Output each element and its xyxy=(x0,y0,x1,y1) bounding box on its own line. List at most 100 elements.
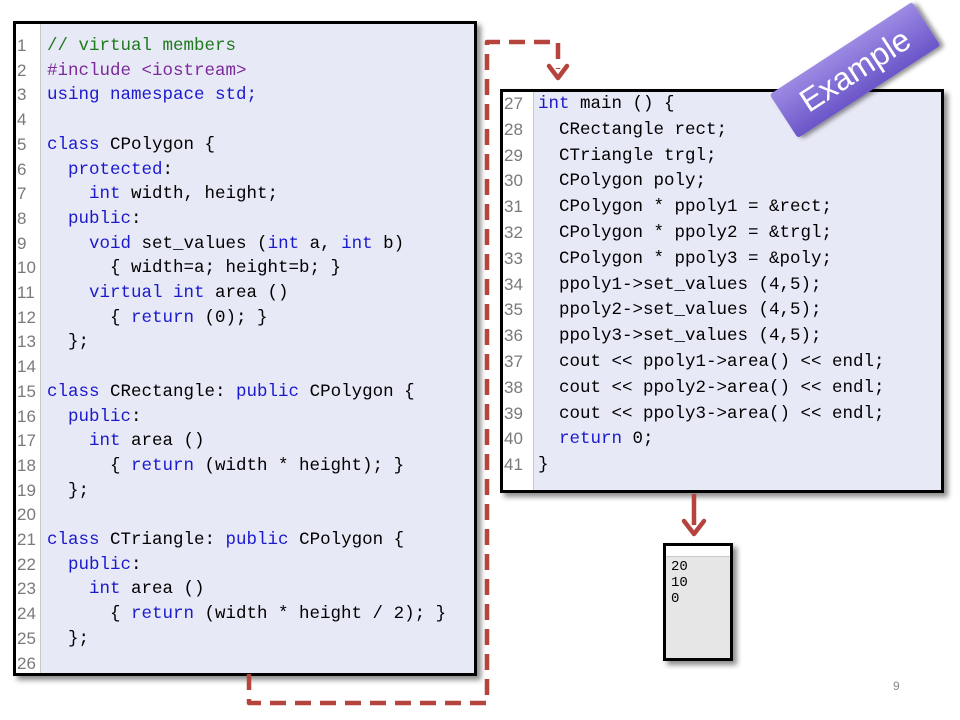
line-number: 6 xyxy=(17,159,27,179)
code-token: CRectangle rect; xyxy=(538,119,728,140)
dashed-connector-arrowhead xyxy=(546,63,570,81)
code-line: ppoly1->set_values (4,5); xyxy=(534,273,941,298)
code-line: CPolygon * ppoly3 = &poly; xyxy=(534,247,941,272)
code-line: { return (0); } xyxy=(41,306,474,331)
code-token: protected xyxy=(68,159,163,180)
code-line: public: xyxy=(41,405,474,430)
left-code-panel: // virtual members#include <iostream>usi… xyxy=(13,21,477,676)
line-number: 41 xyxy=(504,455,523,475)
code-line: virtual int area () xyxy=(41,281,474,306)
code-token: virtual int xyxy=(89,283,205,303)
code-token: int xyxy=(89,431,121,452)
code-line: int area () xyxy=(41,577,474,602)
line-number: 32 xyxy=(504,223,523,242)
code-token: (width * height); } xyxy=(194,455,405,476)
code-line: class CPolygon { xyxy=(41,133,474,158)
line-number: 40 xyxy=(504,429,523,449)
code-token: CPolygon { xyxy=(99,134,216,155)
line-number: 39 xyxy=(504,403,523,423)
line-number: 9 xyxy=(17,233,27,253)
code-token: a, xyxy=(299,233,342,254)
code-token xyxy=(47,160,68,180)
code-line: #include <iostream> xyxy=(41,59,474,84)
code-token: cout << ppoly2->area() << endl; xyxy=(538,377,885,398)
output-line-3: 0 xyxy=(671,591,680,607)
code-token: int xyxy=(89,579,121,600)
line-number: 22 xyxy=(17,554,36,574)
code-token: cout << ppoly1->area() << endl; xyxy=(538,352,885,372)
line-number: 26 xyxy=(17,653,36,673)
code-line xyxy=(41,652,474,677)
code-token: CPolygon { xyxy=(299,381,415,402)
code-token xyxy=(47,234,89,254)
line-number: 13 xyxy=(17,332,36,352)
code-line: cout << ppoly3->area() << endl; xyxy=(534,402,941,427)
code-token: int xyxy=(341,233,373,254)
code-token: int xyxy=(538,94,570,114)
code-token: int xyxy=(89,184,121,205)
code-line: // virtual members xyxy=(41,34,474,59)
line-number: 1 xyxy=(17,36,27,55)
right-code-area: int main () { CRectangle rect; CTriangle… xyxy=(534,92,941,490)
line-number: 15 xyxy=(17,381,36,401)
code-token: CPolygon { xyxy=(288,530,405,550)
line-number: 33 xyxy=(504,248,523,268)
code-line: CPolygon poly; xyxy=(534,169,941,194)
code-token: CPolygon poly; xyxy=(538,171,707,192)
code-token xyxy=(47,184,89,204)
output-topbar xyxy=(666,546,730,557)
code-token: return xyxy=(131,455,195,476)
code-line: int area () xyxy=(41,429,474,454)
code-token: ppoly1->set_values (4,5); xyxy=(538,274,822,295)
page-number: 9 xyxy=(893,679,900,693)
code-token: (width * height / 2); } xyxy=(194,604,447,625)
code-token: 0; xyxy=(622,429,654,450)
code-line: class CRectangle: public CPolygon { xyxy=(41,380,474,405)
line-number: 10 xyxy=(17,258,36,278)
right-code-panel: int main () { CRectangle rect; CTriangle… xyxy=(500,89,944,493)
code-line: } xyxy=(534,453,941,478)
line-number: 16 xyxy=(17,406,36,426)
code-line: return 0; xyxy=(534,427,941,452)
code-token: CPolygon * ppoly3 = &poly; xyxy=(538,248,833,269)
code-line: CPolygon * ppoly2 = &trgl; xyxy=(534,221,941,246)
code-token: using namespace std; xyxy=(47,85,258,106)
code-token: CTriangle: xyxy=(99,530,226,550)
left-code-area: // virtual members#include <iostream>usi… xyxy=(41,24,474,673)
code-token: CPolygon * ppoly1 = &rect; xyxy=(538,197,833,218)
line-number: 4 xyxy=(17,110,27,130)
code-token: class xyxy=(47,530,100,550)
line-number: 3 xyxy=(17,85,27,105)
right-code-wrap: int main () { CRectangle rect; CTriangle… xyxy=(503,92,941,490)
left-line-number-gutter xyxy=(16,24,41,673)
code-token: { xyxy=(47,307,132,328)
code-token: area () xyxy=(120,579,205,600)
code-line: cout << ppoly1->area() << endl; xyxy=(534,350,941,375)
line-number: 14 xyxy=(17,357,36,377)
code-token: } xyxy=(538,455,549,476)
line-number: 7 xyxy=(17,184,27,204)
code-token xyxy=(47,431,89,451)
code-line: ppoly2->set_values (4,5); xyxy=(534,298,941,323)
code-token: return xyxy=(131,604,195,625)
line-number: 38 xyxy=(504,377,523,397)
code-token: width, height; xyxy=(120,184,279,205)
line-number: 5 xyxy=(17,134,27,154)
code-token: CRectangle: xyxy=(99,381,237,402)
code-token: public xyxy=(236,381,300,402)
line-number: 19 xyxy=(17,480,36,500)
output-line-1: 20 xyxy=(671,559,688,575)
line-number: 17 xyxy=(17,431,36,451)
line-number: 23 xyxy=(17,579,36,599)
output-arrowhead xyxy=(681,518,707,537)
code-line: protected: xyxy=(41,158,474,183)
line-number: 2 xyxy=(17,60,27,80)
code-line: public: xyxy=(41,553,474,578)
code-token: }; xyxy=(47,332,90,353)
line-number: 11 xyxy=(17,283,35,302)
code-token xyxy=(47,579,89,599)
code-token: CPolygon * ppoly2 = &trgl; xyxy=(538,223,833,243)
code-line xyxy=(41,355,474,380)
code-token: cout << ppoly3->area() << endl; xyxy=(538,403,885,424)
code-line: class CTriangle: public CPolygon { xyxy=(41,528,474,553)
